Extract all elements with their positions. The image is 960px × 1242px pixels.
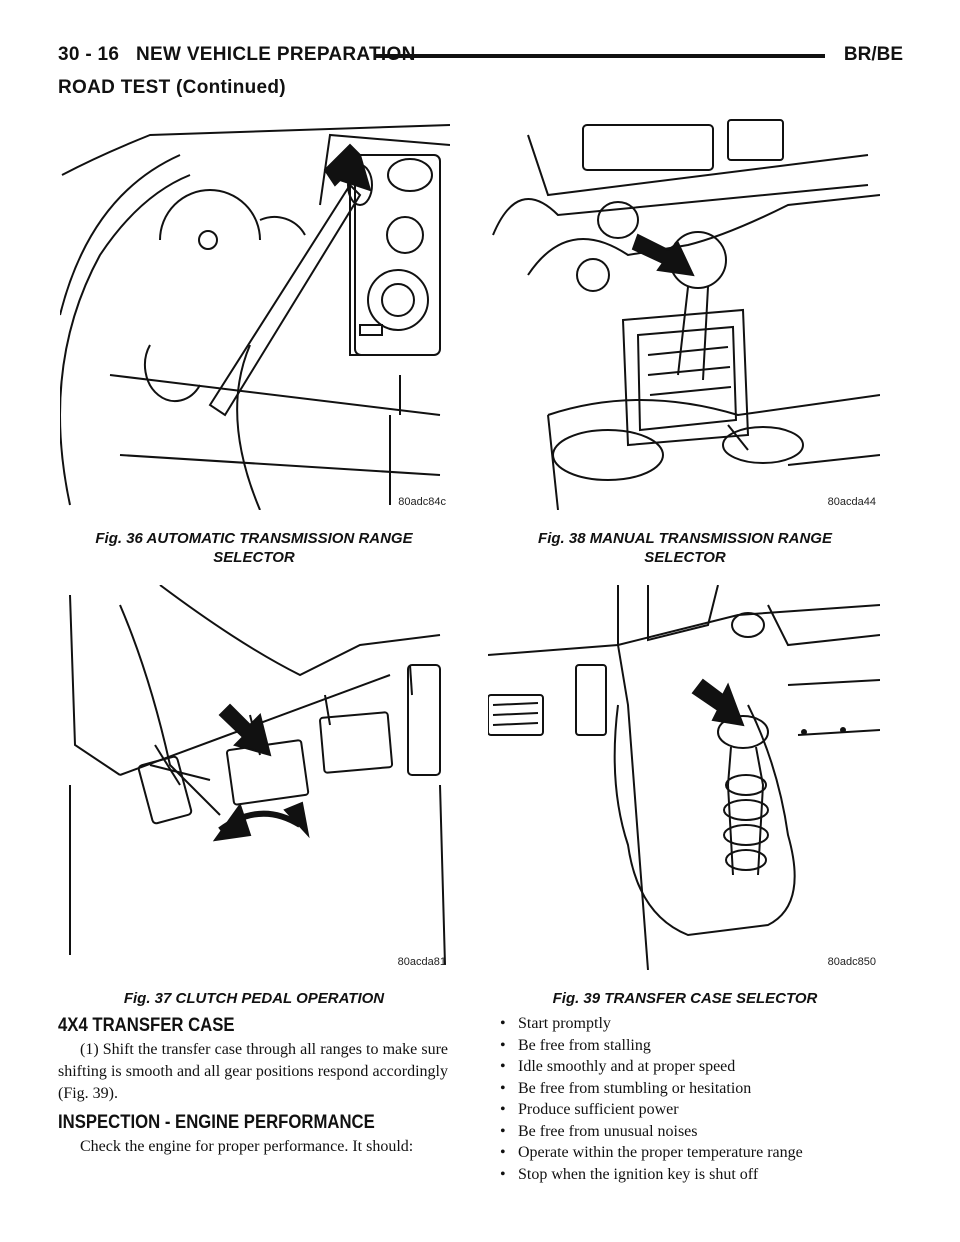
page-header: 30 - 16 NEW VEHICLE PREPARATION BR/BE: [58, 44, 903, 74]
transfer-case-heading: 4X4 TRANSFER CASE: [58, 1015, 235, 1036]
bullet-icon: •: [500, 1122, 506, 1140]
engine-performance-heading: INSPECTION - ENGINE PERFORMANCE: [58, 1112, 375, 1133]
model-code: BR/BE: [843, 44, 903, 65]
floor-manual-shifter-illustration: [492, 119, 880, 510]
transfer-case-lever-illustration: [488, 585, 880, 970]
engine-performance-checklist: •Start promptly •Be free from stalling •…: [498, 1013, 918, 1185]
figure-36-illustration: 80adc84c: [60, 115, 450, 510]
figure-id: 80adc850: [827, 956, 876, 968]
figure-37-caption: Fig. 37 CLUTCH PEDAL OPERATION: [123, 990, 385, 1007]
figure-37-illustration: 80acda81: [60, 585, 450, 970]
list-item: •Be free from stalling: [498, 1035, 918, 1057]
figure-id: 80acda44: [827, 496, 876, 508]
list-item: •Stop when the ignition key is shut off: [498, 1164, 918, 1186]
list-item: •Operate within the proper temperature r…: [498, 1142, 918, 1164]
clutch-pedal-illustration: [69, 585, 446, 966]
bullet-icon: •: [500, 1036, 506, 1054]
figure-36-caption: Fig. 36 AUTOMATIC TRANSMISSION RANGE SEL…: [95, 530, 413, 566]
transfer-case-instruction: (1) Shift the transfer case through all …: [58, 1041, 448, 1102]
engine-performance-intro: Check the engine for proper performance.…: [80, 1138, 414, 1155]
list-item: •Produce sufficient power: [498, 1099, 918, 1121]
bullet-icon: •: [500, 1165, 506, 1183]
figure-39-caption: Fig. 39 TRANSFER CASE SELECTOR: [552, 990, 818, 1007]
list-item: •Start promptly: [498, 1013, 918, 1035]
bullet-icon: •: [500, 1015, 506, 1032]
steering-column-shifter-illustration: [60, 124, 450, 510]
header-rule: [376, 54, 825, 58]
figure-id: 80adc84c: [398, 496, 446, 508]
figure-39-illustration: 80adc850: [488, 585, 880, 970]
page-number-and-chapter: 30 - 16 NEW VEHICLE PREPARATION: [58, 44, 416, 65]
list-item: •Be free from unusual noises: [498, 1121, 918, 1143]
figure-38-caption: Fig. 38 MANUAL TRANSMISSION RANGE SELECT…: [538, 530, 832, 566]
list-item: •Be free from stumbling or hesitation: [498, 1078, 918, 1100]
bullet-icon: •: [500, 1079, 506, 1097]
list-item: •Idle smoothly and at proper speed: [498, 1056, 918, 1078]
bullet-icon: •: [500, 1058, 506, 1075]
bullet-icon: •: [500, 1144, 506, 1161]
figure-38-illustration: 80acda44: [488, 115, 880, 510]
section-continued-title: ROAD TEST (Continued): [58, 77, 286, 98]
bullet-icon: •: [500, 1101, 506, 1118]
figure-id: 80acda81: [397, 956, 446, 968]
